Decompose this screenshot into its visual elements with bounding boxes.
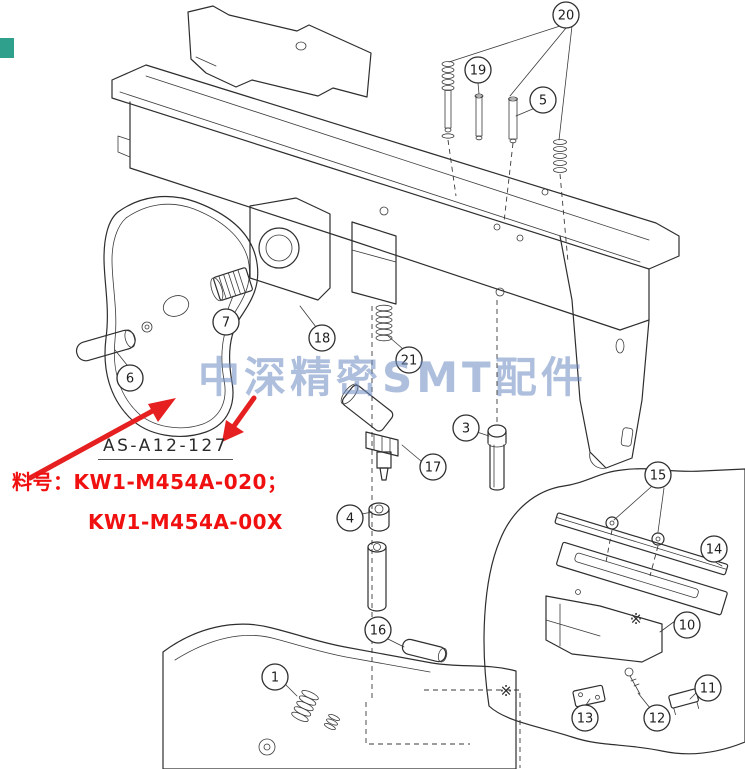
scan-artifact: [0, 38, 14, 58]
svg-text:6: 6: [126, 372, 134, 387]
balloon-13: 13: [571, 704, 599, 732]
spring-part-21: [375, 304, 393, 342]
assembly-axis-dash-2: [503, 142, 514, 223]
assembly-axis-dash-1: [447, 139, 457, 197]
assembly-axis-dash-3: [559, 173, 569, 263]
balloon-12: 12: [643, 704, 671, 732]
part-number-note-line2: KW1-M454A-00X: [88, 510, 283, 534]
small-spring: [323, 713, 341, 731]
balloon-7: 7: [212, 308, 240, 336]
svg-text:4: 4: [346, 512, 354, 527]
balloon-14: 14: [700, 535, 728, 563]
part-number-note-line1: 料号：KW1-M454A-020；: [12, 470, 288, 494]
roller-pin-part-16: [401, 638, 448, 663]
construction-dash-2: [365, 702, 470, 745]
cap-pin-part-3: [487, 424, 507, 491]
bottom-right-panel: [483, 468, 745, 755]
balloon-1: 1: [261, 663, 289, 691]
svg-text:3: 3: [462, 422, 470, 437]
balloon-11: 11: [694, 674, 722, 702]
balloon-5: 5: [529, 86, 557, 114]
construction-dash-1: [424, 689, 521, 768]
svg-text:13: 13: [577, 712, 594, 727]
cover-plate: [103, 195, 259, 437]
reference-mark-2: ※: [500, 682, 513, 700]
svg-text:17: 17: [425, 461, 442, 476]
tube-part-4b: [367, 541, 387, 612]
red-arrow-long: [27, 398, 176, 481]
threaded-plug-part-7: [210, 267, 253, 302]
balloon-19: 19: [464, 56, 492, 84]
balloon-16: 16: [364, 616, 392, 644]
bottom-left-frame: [162, 623, 517, 769]
spring-screw-a: [441, 61, 455, 139]
balloon-21: 21: [395, 346, 423, 374]
svg-text:21: 21: [401, 354, 418, 369]
balloon-10: 10: [673, 611, 701, 639]
screw-c: [508, 96, 518, 144]
balloon-4: 4: [336, 504, 364, 532]
svg-text:18: 18: [314, 332, 331, 347]
svg-text:11: 11: [700, 682, 717, 697]
feeder-main-frame: [111, 5, 680, 469]
balloon-15: 15: [644, 461, 672, 489]
balloon-17: 17: [419, 453, 447, 481]
svg-text:10: 10: [679, 619, 696, 634]
svg-text:20: 20: [558, 9, 575, 24]
balloon-6: 6: [116, 364, 144, 392]
svg-text:12: 12: [649, 712, 666, 727]
balloon-leaders: [114, 25, 723, 709]
bushing-part-4: [368, 502, 390, 532]
pin-part-6: [75, 329, 136, 362]
svg-text:19: 19: [470, 64, 487, 79]
svg-text:7: 7: [222, 316, 230, 331]
elbow-fitting-part-17: [340, 383, 399, 481]
part-ref-label: AS-A12-127: [98, 436, 234, 460]
spring-d: [553, 139, 567, 173]
svg-text:16: 16: [370, 624, 387, 639]
svg-text:5: 5: [539, 94, 547, 109]
screw-b: [474, 93, 484, 141]
reference-mark-1: ※: [630, 610, 643, 628]
svg-text:1: 1: [271, 671, 279, 686]
balloon-3: 3: [452, 414, 480, 442]
balloon-18: 18: [308, 324, 336, 352]
svg-text:15: 15: [650, 469, 667, 484]
svg-text:14: 14: [706, 543, 723, 558]
balloon-20: 20: [552, 1, 580, 29]
spring-part-1: [291, 690, 319, 722]
red-arrow-short: [222, 395, 257, 442]
